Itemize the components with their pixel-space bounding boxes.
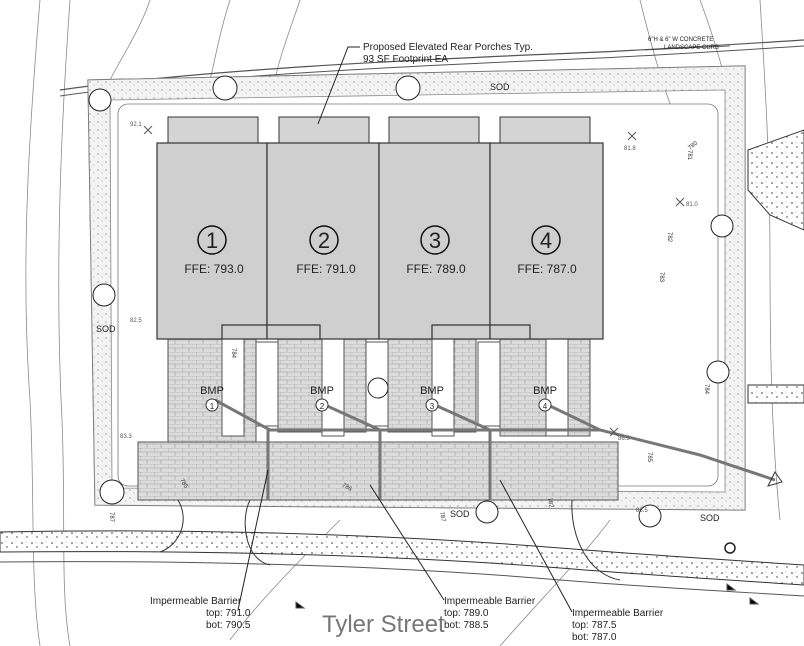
tree-icon	[710, 214, 734, 238]
unit-1-bmp-number: 1	[210, 402, 215, 411]
unit-2-number: 2	[318, 228, 330, 253]
barrier-3-title: Impermeable Barrier	[572, 608, 664, 619]
spot-elevation: 81.8	[624, 146, 636, 152]
spot-elevation: 86.5	[618, 436, 630, 442]
contour-label: 784	[230, 348, 236, 359]
spot-elevation: 81.0	[686, 202, 698, 208]
tree-icon	[395, 75, 421, 101]
unit-4-building	[489, 142, 604, 340]
sod-label-bottom: SOD	[450, 509, 470, 519]
barrier-2-bot: bot: 788.5	[444, 620, 489, 631]
unit-1-number: 1	[206, 228, 218, 253]
contour-label: 787	[438, 511, 446, 523]
unit-1-bmp: BMP	[200, 385, 224, 397]
barrier-1-bot: bot: 790.5	[206, 620, 251, 631]
utility-pole-icon	[724, 542, 736, 554]
unit-4-ffe: FFE: 787.0	[517, 262, 577, 276]
sod-label-left: SOD	[96, 324, 116, 334]
barrier-2-title: Impermeable Barrier	[444, 596, 536, 607]
sod-label-right: SOD	[700, 513, 720, 523]
unit-4-bmp-number: 4	[543, 402, 548, 411]
unit-2-ffe: FFE: 791.0	[296, 262, 356, 276]
spot-elevation: 82.5	[130, 318, 142, 324]
barrier-1-title: Impermeable Barrier	[150, 596, 242, 607]
bmp-markers	[205, 398, 552, 412]
building-units	[156, 142, 604, 340]
contour-label: 782	[546, 497, 554, 509]
unit-4-bmp: BMP	[533, 385, 557, 397]
unit-3-bmp-number: 3	[430, 402, 435, 411]
contour-label: 787	[108, 512, 114, 523]
contour-label: 785	[178, 478, 189, 490]
contour-label: 783	[658, 272, 664, 283]
street-name: Tyler Street	[322, 611, 445, 638]
curb-note-line2: LANDSCAPE CURB	[664, 45, 719, 51]
porch-note-line1: Proposed Elevated Rear Porches Typ.	[363, 42, 533, 53]
contour-label: 781	[686, 150, 692, 161]
barrier-2-top: top: 789.0	[444, 608, 489, 619]
paver-area	[137, 335, 619, 501]
spot-elevation: 83.3	[120, 434, 132, 440]
sod-label-top: SOD	[490, 82, 510, 92]
contour-label: 780	[687, 140, 699, 151]
curb-note-line1: 6"H & 6" W CONCRETE	[648, 37, 713, 43]
unit-3-building	[378, 142, 491, 340]
barrier-3-top: top: 787.5	[572, 620, 617, 631]
unit-3-ffe: FFE: 789.0	[406, 262, 466, 276]
tree-icons	[88, 75, 734, 528]
tree-icon	[638, 504, 662, 528]
tree-icon	[212, 75, 238, 101]
unit-2-bmp: BMP	[310, 385, 334, 397]
contour-label: 784	[703, 384, 709, 395]
sidewalk	[0, 499, 804, 597]
gravel-area-small	[747, 384, 804, 404]
contour-label: 786	[341, 483, 353, 494]
rear-porches	[167, 116, 591, 144]
unit-1-ffe: FFE: 793.0	[184, 262, 244, 276]
porch-note-line2: 93 SF Footprint EA	[363, 54, 448, 65]
barrier-3-bot: bot: 787.0	[572, 632, 617, 643]
unit-2-bmp-number: 2	[320, 402, 325, 411]
spot-elevation: 92.1	[130, 122, 142, 128]
unit-1-building	[156, 142, 268, 340]
unit-4-number: 4	[540, 228, 552, 253]
barrier-1-top: top: 791.0	[206, 608, 251, 619]
unit-3-number: 3	[429, 228, 441, 253]
spot-elevation: 86.5	[636, 508, 648, 514]
tree-icon	[92, 283, 116, 307]
tree-icon	[475, 500, 499, 524]
unit-3-bmp: BMP	[420, 385, 444, 397]
drainage-pipes	[214, 398, 783, 500]
spot-marks	[143, 125, 760, 609]
leader-lines	[237, 46, 573, 613]
gravel-area-right	[747, 129, 804, 231]
contour-label: 782	[666, 232, 672, 243]
tree-icon	[88, 88, 112, 112]
unit-number-badges	[197, 225, 561, 255]
tree-icon	[367, 377, 389, 399]
tree-icon	[706, 360, 730, 384]
tree-icon	[99, 479, 125, 505]
contour-label: 785	[646, 452, 652, 463]
